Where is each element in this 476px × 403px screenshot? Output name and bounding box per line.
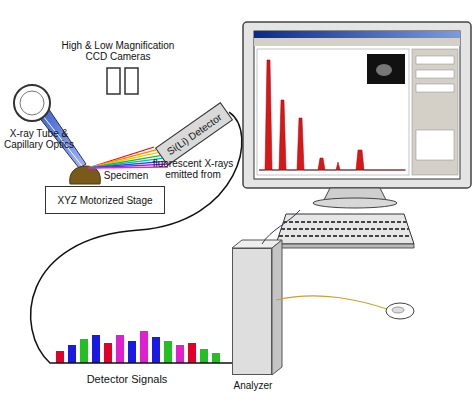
detector-head: Si(Li) Detector — [155, 102, 233, 166]
signal-bar — [56, 351, 64, 363]
keyboard-body — [276, 214, 414, 244]
panel-field — [416, 70, 454, 78]
keyboard-edge — [276, 244, 414, 248]
specimen-sample — [70, 166, 101, 184]
window-toolbar — [254, 38, 460, 46]
camera-inset — [367, 54, 405, 84]
signal-bar — [68, 345, 76, 363]
node-label: Si(Li) Detector — [165, 111, 224, 157]
signal-bar — [200, 349, 208, 363]
node-label: Analyzer — [213, 380, 293, 391]
analyzer-side — [272, 240, 282, 375]
component-label: Specimen — [101, 170, 151, 181]
tube-circle — [14, 85, 50, 121]
signal-bar — [92, 335, 100, 363]
panel-field — [416, 56, 454, 64]
signal-bar — [188, 343, 196, 363]
monitor-bezel — [243, 22, 471, 188]
analyzer-box: Analyzer — [232, 248, 272, 375]
tube-window — [20, 91, 44, 115]
keyboard — [276, 214, 414, 248]
ccd-cameras — [107, 68, 138, 94]
camera-body — [107, 68, 120, 94]
mouse-cord — [276, 296, 390, 310]
component-label: X-ray Tube & Capillary Optics — [0, 128, 78, 150]
key-row — [279, 235, 411, 237]
inset-image — [376, 64, 392, 76]
signal-bar — [140, 331, 148, 363]
monitor — [243, 22, 471, 208]
key-row — [281, 228, 409, 230]
signal-bar — [152, 337, 160, 363]
monitor-cable — [262, 210, 300, 244]
signal-bar — [176, 345, 184, 363]
x-ray-tube — [14, 85, 86, 168]
signal-bar — [212, 353, 220, 363]
spectrum-axis — [259, 170, 406, 171]
camera-body — [125, 68, 138, 94]
panel-field — [416, 130, 454, 160]
stage-box: XYZ Motorized Stage — [45, 186, 165, 214]
mouse — [386, 303, 414, 319]
side-panel — [412, 49, 458, 175]
panel-field — [416, 84, 454, 92]
mouse-button — [392, 307, 404, 313]
annotation-label: fluorescent X-rays emitted from — [150, 158, 236, 180]
signal-bar — [116, 335, 124, 363]
key-row — [283, 221, 407, 223]
component-label: High & Low Magnification CCD Cameras — [56, 40, 180, 62]
monitor-base — [313, 198, 397, 208]
signal-bar — [104, 343, 112, 363]
signal-bar — [164, 341, 172, 363]
monitor-screen — [254, 31, 460, 179]
window-titlebar — [254, 31, 460, 38]
signal-bar — [128, 341, 136, 363]
spectrum-plot — [257, 49, 409, 175]
signal-label: Detector Signals — [70, 374, 184, 385]
node-label: XYZ Motorized Stage — [57, 195, 152, 206]
signal-bars — [56, 331, 220, 363]
signal-bar — [80, 339, 88, 363]
